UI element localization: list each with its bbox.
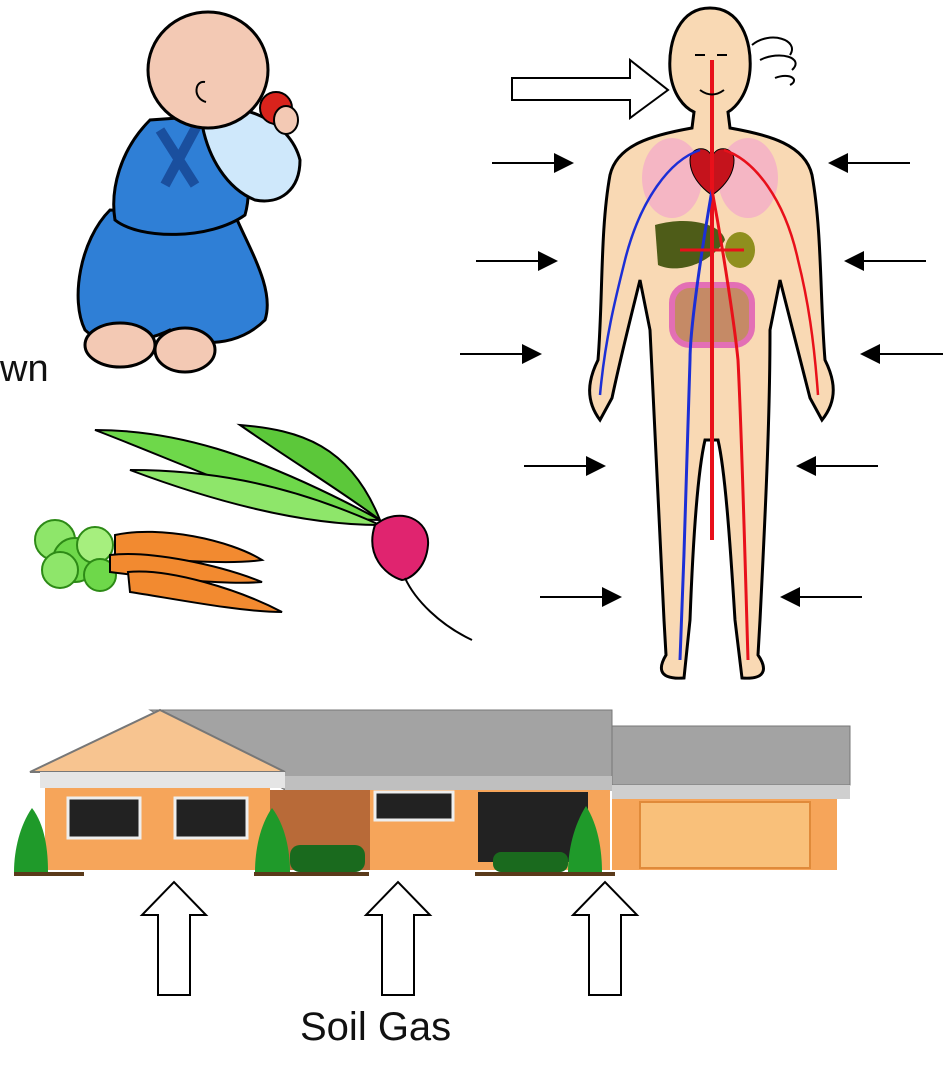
up-arrow-icon <box>366 882 430 995</box>
inhalation-arrow-icon <box>512 60 668 118</box>
carrot-greens <box>35 520 116 591</box>
up-arrow-icon <box>573 882 637 995</box>
vegetables-illustration <box>35 425 472 640</box>
baby-illustration <box>78 12 300 372</box>
soil-gas-caption: Soil Gas <box>300 1005 451 1050</box>
human-body-illustration <box>590 8 834 678</box>
partial-edge-label: wn <box>0 348 49 391</box>
soil-gas-arrows <box>142 882 637 995</box>
house-illustration <box>14 710 850 876</box>
shrub-icon <box>14 808 48 872</box>
up-arrow-icon <box>142 882 206 995</box>
